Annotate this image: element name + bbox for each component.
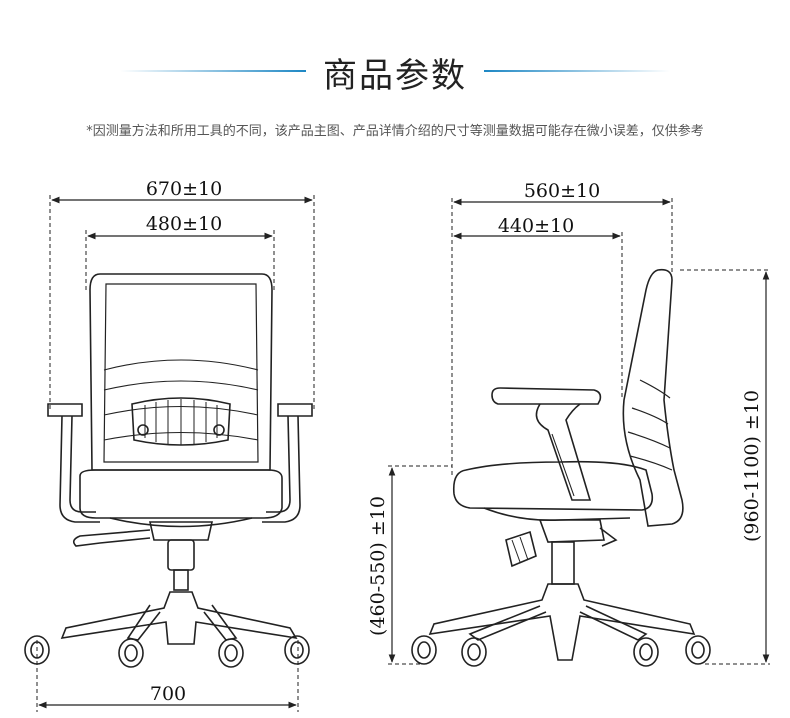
dim-front-total-width: 670±10	[146, 178, 222, 200]
dim-front-seat-width: 480±10	[146, 213, 222, 235]
side-adjust-knob	[505, 530, 537, 568]
section-header: 商品参数	[0, 44, 790, 96]
side-armrest-pad	[491, 387, 602, 405]
front-armrest-right	[277, 403, 313, 417]
side-base	[428, 583, 696, 661]
measurement-note: *因测量方法和所用工具的不同，该产品主图、产品详情介绍的尺寸等测量数据可能存在微…	[86, 124, 704, 139]
dim-front-base-width: 700	[150, 683, 186, 705]
front-dimension-lines	[38, 196, 313, 709]
side-dimension-lines	[388, 198, 770, 663]
dim-side-total-height: (960-1100) ±10	[741, 390, 763, 542]
dim-side-total-depth: 560±10	[524, 180, 600, 202]
front-extension-lines	[36, 195, 315, 712]
front-gas-lift	[167, 539, 195, 571]
header-divider-left	[120, 70, 306, 72]
side-armrest-post	[535, 403, 592, 501]
front-lumbar-support	[131, 397, 231, 446]
side-gas-lift	[551, 541, 575, 585]
front-view	[24, 195, 315, 712]
front-armrest-left	[47, 403, 83, 417]
dim-side-seat-height: (460-550) ±10	[367, 496, 389, 636]
dim-side-seat-depth: 440±10	[498, 215, 574, 237]
header-divider-right	[484, 70, 670, 72]
front-base	[60, 591, 298, 645]
page-title: 商品参数	[323, 56, 467, 96]
side-casters	[411, 635, 711, 667]
side-seat-cushion	[452, 460, 654, 511]
front-lever	[72, 529, 151, 547]
front-casters	[24, 635, 310, 668]
side-extension-lines	[388, 198, 770, 665]
front-seat-cushion	[79, 469, 283, 519]
side-view	[388, 198, 770, 667]
front-backrest-inner	[103, 283, 259, 463]
side-backrest	[622, 268, 684, 527]
